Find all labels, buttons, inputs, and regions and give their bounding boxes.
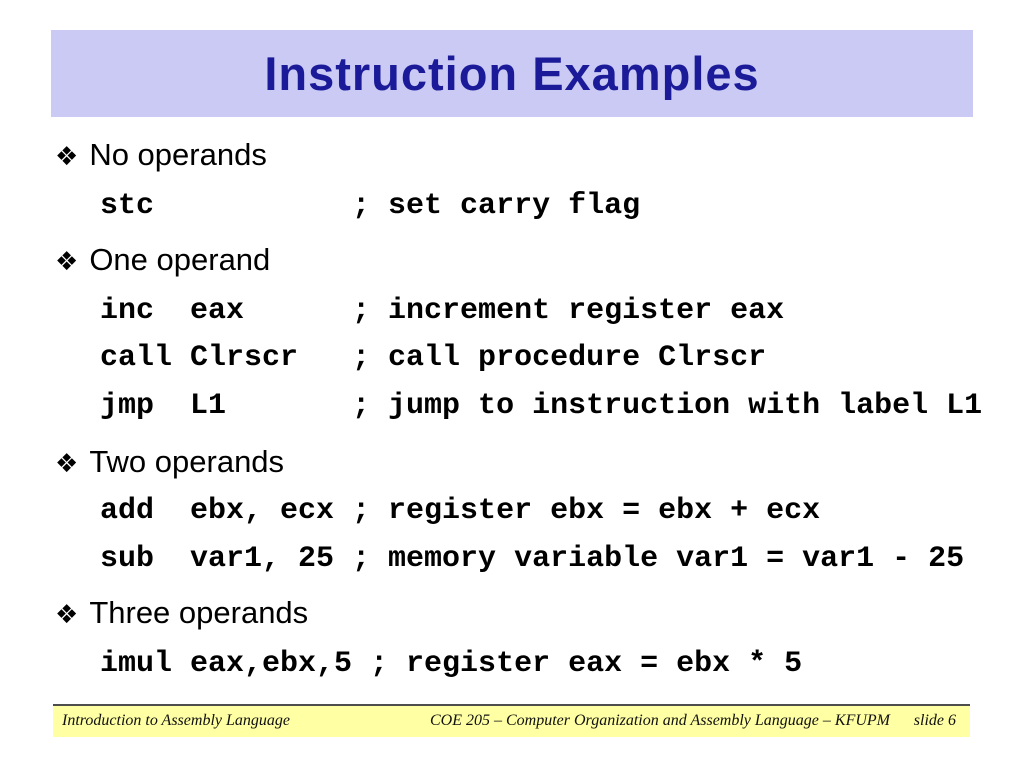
footer-course-title: COE 205 – Computer Organization and Asse… <box>430 712 890 729</box>
code-line-add: add ebx, ecx ; register ebx = ebx + ecx <box>100 494 821 528</box>
page-title: Instruction Examples <box>264 47 760 100</box>
title-banner: Instruction Examples <box>51 30 973 117</box>
section-heading-one-operand: ❖ One operand <box>55 242 270 278</box>
code-line-imul: imul eax,ebx,5 ; register eax = ebx * 5 <box>100 647 803 681</box>
section-heading-label: Two operands <box>89 444 285 479</box>
section-heading-label: Three operands <box>89 595 309 630</box>
footer-bar: Introduction to Assembly Language COE 20… <box>53 704 970 737</box>
section-heading-three-operands: ❖ Three operands <box>55 595 308 631</box>
section-heading-two-operands: ❖ Two operands <box>55 444 284 480</box>
code-line-stc: stc ; set carry flag <box>100 189 641 223</box>
slide-number: slide 6 <box>913 712 956 729</box>
diamond-bullet-icon: ❖ <box>55 449 79 479</box>
diamond-bullet-icon: ❖ <box>55 247 79 277</box>
code-line-jmp: jmp L1 ; jump to instruction with label … <box>100 389 983 423</box>
diamond-bullet-icon: ❖ <box>55 142 79 172</box>
diamond-bullet-icon: ❖ <box>55 600 79 630</box>
code-line-sub: sub var1, 25 ; memory variable var1 = va… <box>100 542 965 576</box>
code-line-inc: inc eax ; increment register eax <box>100 294 785 328</box>
footer-course-name: Introduction to Assembly Language <box>62 712 290 729</box>
code-line-call: call Clrscr ; call procedure Clrscr <box>100 341 767 375</box>
section-heading-label: No operands <box>89 137 267 172</box>
section-heading-label: One operand <box>89 242 271 277</box>
section-heading-no-operands: ❖ No operands <box>55 137 267 173</box>
